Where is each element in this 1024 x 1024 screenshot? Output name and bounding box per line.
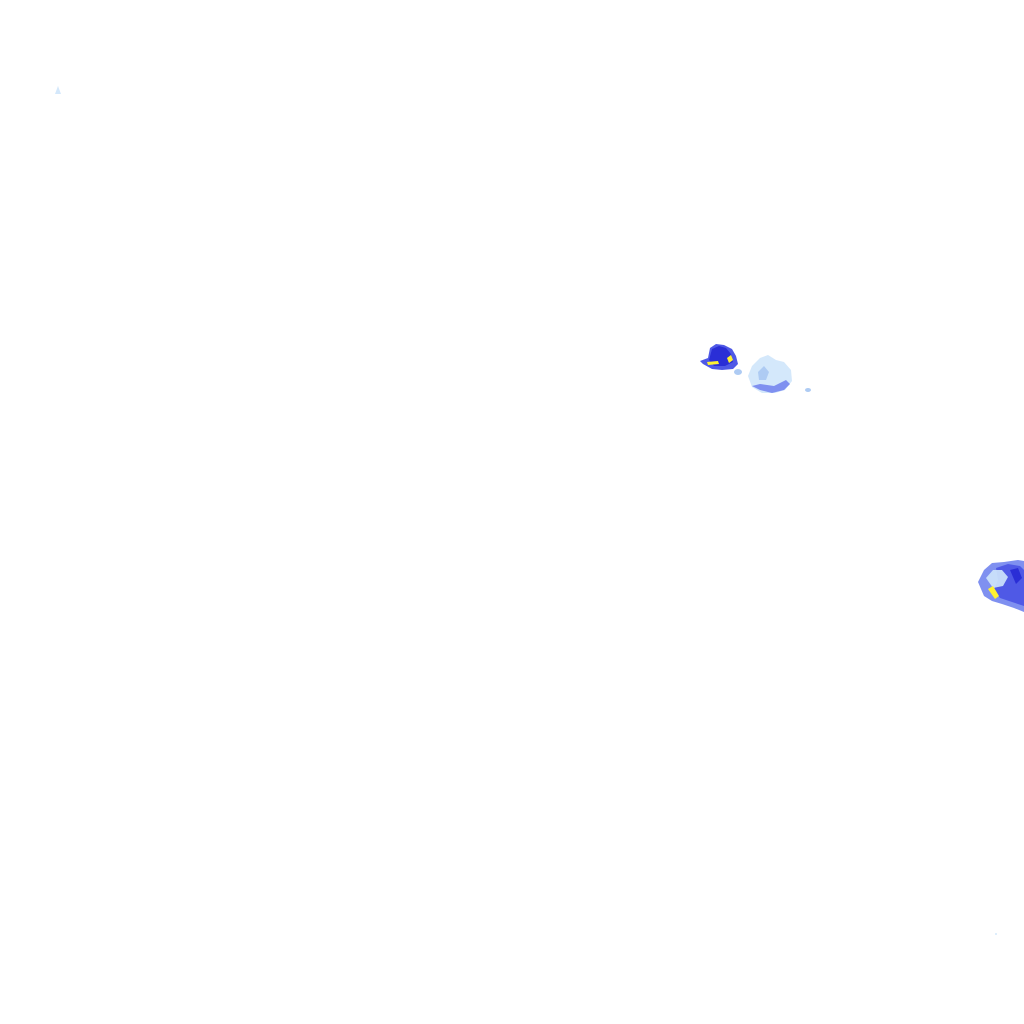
precip-cell-center xyxy=(700,344,742,375)
precip-cell-northwest xyxy=(55,86,61,94)
precip-core xyxy=(707,361,719,365)
precip-fleck xyxy=(805,388,811,392)
precip-fleck xyxy=(734,369,742,375)
precip-core xyxy=(727,355,733,363)
precip-area-light xyxy=(986,570,1008,588)
precip-cell-east-edge xyxy=(978,560,1024,612)
precip-area-heavy xyxy=(709,346,733,366)
precip-speck xyxy=(995,933,997,935)
precip-area-medium xyxy=(752,380,790,393)
precip-area-inner xyxy=(758,366,769,380)
precip-core xyxy=(988,586,999,599)
precip-speck xyxy=(55,86,61,94)
precip-area-heavy xyxy=(1010,568,1022,584)
precip-cell-center-east xyxy=(748,355,811,393)
